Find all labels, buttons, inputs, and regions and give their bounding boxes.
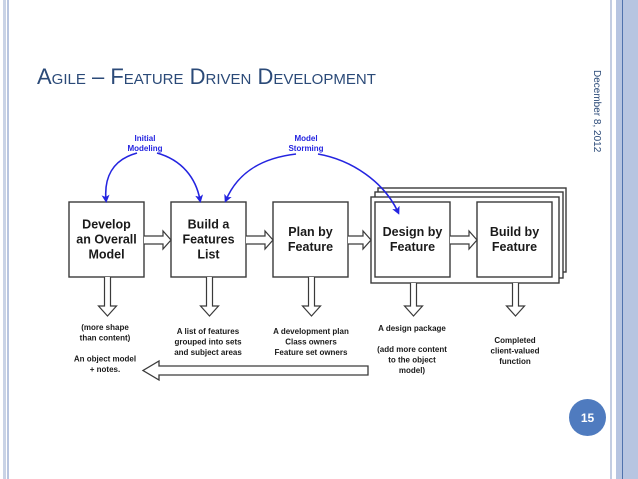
- page-number-badge: 15: [569, 399, 606, 436]
- develop-overall-model-output-arrow: [97, 277, 118, 317]
- left-border-stripe-inner: [7, 0, 9, 479]
- plan-by-feature-output-text: Class owners: [285, 338, 337, 347]
- build-features-list-label: Build a: [188, 218, 231, 232]
- build-by-feature-label: Feature: [492, 240, 537, 254]
- flow-arrow-2: [246, 229, 274, 251]
- build-features-list-box: [170, 201, 247, 278]
- build-by-feature-output-text: client-valued: [491, 347, 540, 356]
- build-by-feature-output-arrow: [505, 283, 526, 317]
- develop-overall-model-output-text: An object model: [74, 355, 136, 364]
- slide-title: Agile – Feature Driven Development: [37, 64, 376, 89]
- flow-arrow-1: [144, 229, 172, 251]
- model-storming-arrow-right: [317, 153, 400, 215]
- plan-by-feature-output-text: A development plan: [273, 327, 349, 336]
- annotation-initial-line1: Initial: [135, 134, 156, 143]
- plan-by-feature-output-text: Feature set owners: [275, 348, 348, 357]
- build-features-list-output-arrow: [199, 277, 220, 317]
- build-by-feature-output-text: Completed: [494, 336, 535, 345]
- build-features-list-output-text: A list of features: [177, 327, 240, 336]
- build-features-list-label: List: [197, 248, 220, 262]
- build-by-feature-box: [476, 201, 553, 278]
- design-by-feature-label: Design by: [383, 225, 443, 239]
- right-border-stripe: [610, 0, 612, 479]
- plan-by-feature-label: Plan by: [288, 225, 333, 239]
- develop-overall-model-output-text: + notes.: [90, 365, 120, 374]
- plan-by-feature-label: Feature: [288, 240, 333, 254]
- design-by-feature-output-text: model): [399, 366, 426, 375]
- design-by-feature-output-arrow: [403, 283, 424, 317]
- design-by-feature-output-text: to the object: [388, 356, 436, 365]
- annotation-model-line2: Storming: [288, 144, 323, 153]
- annotation-initial-line2: Modeling: [127, 144, 162, 153]
- flow-arrow-3: [348, 229, 372, 251]
- develop-overall-model-label: Develop: [82, 218, 131, 232]
- build-features-list-output-text: and subject areas: [174, 348, 242, 357]
- build-by-feature-label: Build by: [490, 225, 539, 239]
- plan-by-feature-output-arrow: [301, 277, 322, 317]
- develop-overall-model-label: an Overall: [76, 233, 136, 247]
- model-storming-arrow-left: [224, 153, 297, 203]
- design-by-feature-output-text: A design package: [378, 324, 446, 333]
- develop-overall-model-label: Model: [88, 248, 124, 262]
- build-features-list-label: Features: [182, 233, 234, 247]
- design-by-feature-label: Feature: [390, 240, 435, 254]
- initial-modeling-arrow-left: [101, 152, 138, 203]
- develop-overall-model-box: [68, 201, 145, 278]
- flow-arrow-4: [450, 229, 478, 251]
- right-border-band: [616, 0, 638, 479]
- right-border-line: [622, 0, 623, 479]
- left-border-stripe: [3, 0, 6, 479]
- annotation-model-line1: Model: [294, 134, 317, 143]
- design-by-feature-output-text: (add more content: [377, 345, 447, 354]
- develop-overall-model-output-text: than content): [80, 334, 131, 343]
- build-by-feature-output-text: function: [499, 357, 531, 366]
- design-by-feature-box: [374, 201, 451, 278]
- develop-overall-model-output-text: (more shape: [81, 323, 129, 332]
- initial-modeling-arrow-right: [156, 152, 204, 203]
- build-features-list-output-text: grouped into sets: [174, 338, 242, 347]
- return-arrow: [141, 359, 369, 382]
